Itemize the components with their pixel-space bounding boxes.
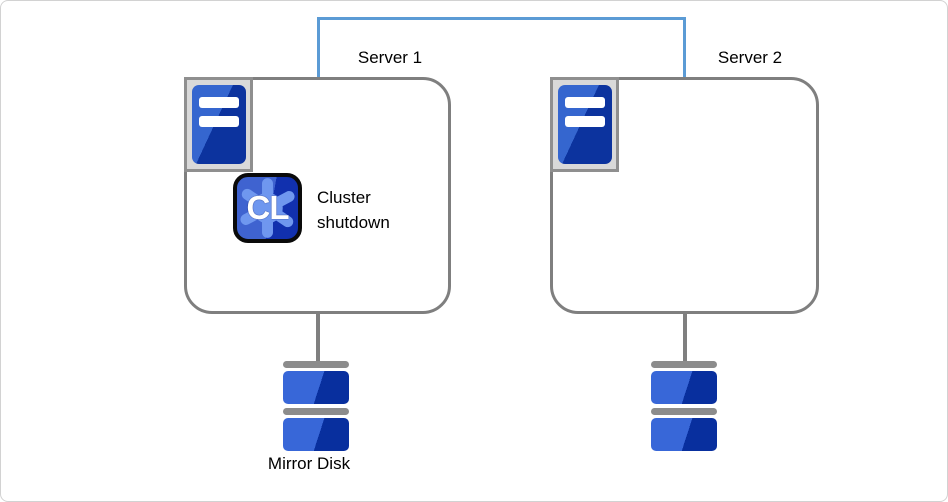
cluster-icon-text: CL [246, 189, 290, 226]
server1-label: Server 1 [357, 48, 423, 67]
server-icon-slot [565, 97, 605, 108]
disk-link-line [683, 312, 687, 362]
interconnect-line [317, 17, 686, 78]
disk-platter [283, 371, 349, 404]
server-icon-slot [565, 116, 605, 127]
gear-icon [240, 178, 295, 238]
disk-cap [651, 408, 717, 415]
mirror-disk-icon [651, 361, 717, 451]
server2-icon-plate [550, 77, 619, 172]
disk-platter [651, 418, 717, 451]
disk-cap [651, 361, 717, 368]
server-icon [192, 85, 246, 164]
disk-platter [283, 418, 349, 451]
disk-link-line [316, 312, 320, 362]
cluster-icon: CL [233, 173, 302, 243]
disk-cap [283, 361, 349, 368]
server-icon [558, 85, 612, 164]
mirror-disk-label: Mirror Disk [267, 454, 351, 473]
mirror-disk-icon [283, 361, 349, 451]
server2-label: Server 2 [717, 48, 783, 67]
cluster-shutdown-label: Cluster shutdown [317, 188, 390, 232]
server-icon-slot [199, 116, 239, 127]
server-icon-slot [199, 97, 239, 108]
disk-cap [283, 408, 349, 415]
disk-platter [651, 371, 717, 404]
server1-icon-plate [184, 77, 253, 172]
